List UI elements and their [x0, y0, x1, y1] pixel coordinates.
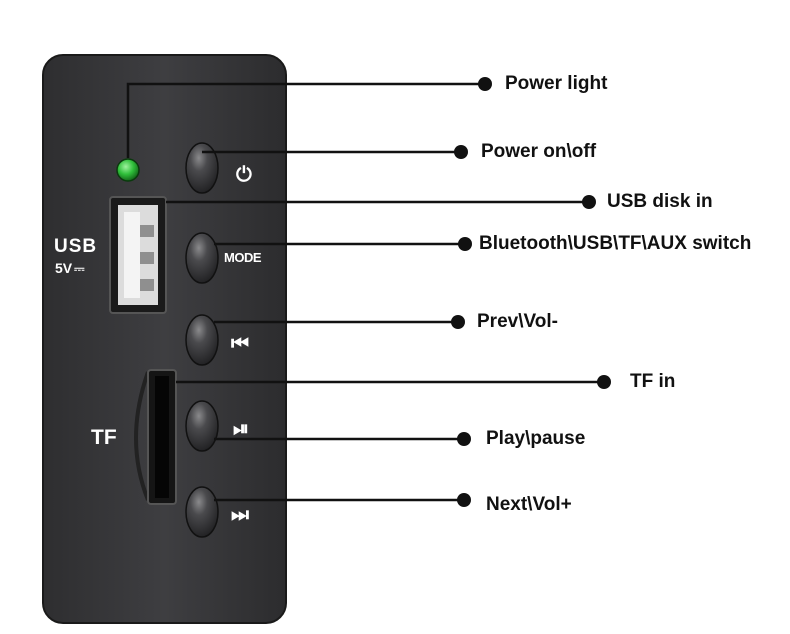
- dot-mode-switch: [458, 237, 472, 251]
- tf-slot: [134, 369, 177, 505]
- play-pause-button[interactable]: [185, 400, 219, 452]
- dot-tf-in: [597, 375, 611, 389]
- usb-label: USB: [54, 236, 98, 257]
- dot-power-switch: [454, 145, 468, 159]
- callout-mode-switch: Bluetooth\USB\TF\AUX switch: [479, 233, 752, 254]
- dc-symbol-icon: ⎓: [74, 262, 85, 277]
- dot-next-vol: [457, 493, 471, 507]
- prev-button[interactable]: [185, 314, 219, 366]
- usb-spec: 5V: [55, 260, 73, 276]
- power-led: [116, 158, 140, 182]
- leader-dots: [451, 77, 611, 507]
- dot-play-pause: [457, 432, 471, 446]
- callout-usb-disk: USB disk in: [607, 191, 713, 212]
- panel-body: [42, 54, 287, 624]
- mode-button[interactable]: [185, 232, 219, 284]
- play-pause-icon: ⏯: [233, 416, 249, 440]
- tf-label: TF: [91, 426, 117, 449]
- callout-play-pause: Play\pause: [486, 428, 586, 449]
- callout-power-switch: Power on\off: [481, 141, 597, 162]
- leader-lines: [126, 82, 604, 502]
- callout-tf-in: TF in: [630, 371, 676, 392]
- callout-prev-vol: Prev\Vol-: [477, 311, 558, 332]
- callout-next-vol: Next\Vol+: [486, 494, 572, 515]
- dot-prev-vol: [451, 315, 465, 329]
- usb-voltage-label: 5V⎓: [55, 260, 85, 277]
- callout-power-light: Power light: [505, 73, 608, 94]
- next-button[interactable]: [185, 486, 219, 538]
- power-button[interactable]: [185, 142, 219, 194]
- mode-label: MODE: [224, 250, 262, 265]
- next-icon: ⏭: [231, 502, 249, 526]
- power-icon: ⏻: [236, 162, 252, 186]
- usb-port: [109, 196, 167, 314]
- previous-icon: ⏮: [231, 331, 249, 355]
- leader-power-light: [126, 82, 485, 158]
- dot-usb-disk: [582, 195, 596, 209]
- dot-power-light: [478, 77, 492, 91]
